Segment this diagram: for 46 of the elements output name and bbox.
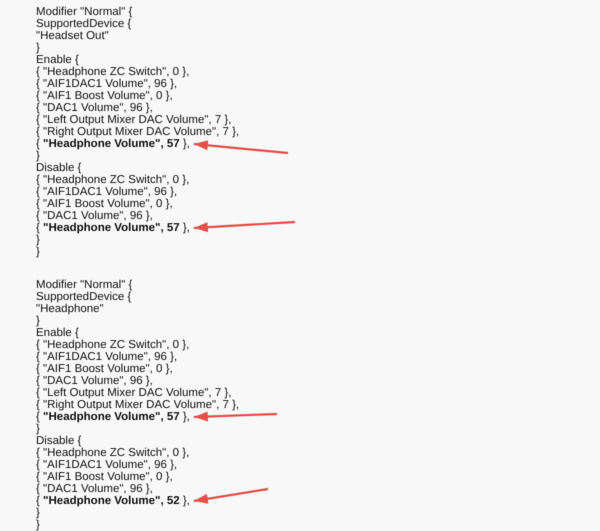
code-line: { "AIF1DAC1 Volume", 96 }, <box>36 459 178 471</box>
highlighted-code-line: { "Headphone Volume", 52 }, <box>36 495 190 507</box>
code-line: { "AIF1 Boost Volume", 0 }, <box>36 198 173 210</box>
code-line: Disable { <box>36 435 82 447</box>
code-line: } <box>36 234 40 246</box>
highlighted-code-line: { "Headphone Volume", 57 }, <box>36 411 190 423</box>
code-line: } <box>36 507 40 519</box>
highlighted-code-line: { "Headphone Volume", 57 }, <box>36 138 190 150</box>
code-line: } <box>36 42 40 54</box>
arrow <box>194 488 268 504</box>
code-line: { "DAC1 Volume", 96 }, <box>36 375 153 387</box>
arrow <box>194 220 296 232</box>
code-line: Disable { <box>36 162 82 174</box>
highlighted-code-line: { "Headphone Volume", 57 }, <box>36 222 190 234</box>
code-line: { "Headphone ZC Switch", 0 }, <box>36 339 190 351</box>
code-line: { "Right Output Mixer DAC Volume", 7 }, <box>36 399 240 411</box>
code-line: { "DAC1 Volume", 96 }, <box>36 483 153 495</box>
code-line: { "AIF1 Boost Volume", 0 }, <box>36 471 173 483</box>
code-line: SupportedDevice { <box>36 18 132 30</box>
code-line: "Headphone" <box>36 303 104 315</box>
code-line: { "Headphone ZC Switch", 0 }, <box>36 174 190 186</box>
code-line: { "Left Output Mixer DAC Volume", 7 }, <box>36 387 232 399</box>
code-line: SupportedDevice { <box>36 291 132 303</box>
code-line: { "AIF1DAC1 Volume", 96 }, <box>36 78 178 90</box>
code-line: Enable { <box>36 54 79 66</box>
code-line: Enable { <box>36 327 79 339</box>
code-line: { "Right Output Mixer DAC Volume", 7 }, <box>36 126 240 138</box>
code-line: { "Headphone ZC Switch", 0 }, <box>36 66 190 78</box>
code-line: } <box>36 315 40 327</box>
code-line: Modifier "Normal" { <box>36 6 132 18</box>
code-line: { "AIF1 Boost Volume", 0 }, <box>36 90 173 102</box>
code-line: { "DAC1 Volume", 96 }, <box>36 210 153 222</box>
code-line: "Headset Out" <box>36 30 109 42</box>
code-line: } <box>36 246 40 258</box>
code-line: { "AIF1 Boost Volume", 0 }, <box>36 363 173 375</box>
arrow <box>194 412 278 422</box>
code-line: } <box>36 519 40 531</box>
code-line: { "Left Output Mixer DAC Volume", 7 }, <box>36 114 232 126</box>
code-line: } <box>36 423 40 435</box>
code-line: { "AIF1DAC1 Volume", 96 }, <box>36 351 178 363</box>
code-line: { "Headphone ZC Switch", 0 }, <box>36 447 190 459</box>
code-line: { "DAC1 Volume", 96 }, <box>36 102 153 114</box>
arrow <box>194 140 288 154</box>
code-line: { "AIF1DAC1 Volume", 96 }, <box>36 186 178 198</box>
code-line: } <box>36 150 40 162</box>
code-line: Modifier "Normal" { <box>36 279 132 291</box>
